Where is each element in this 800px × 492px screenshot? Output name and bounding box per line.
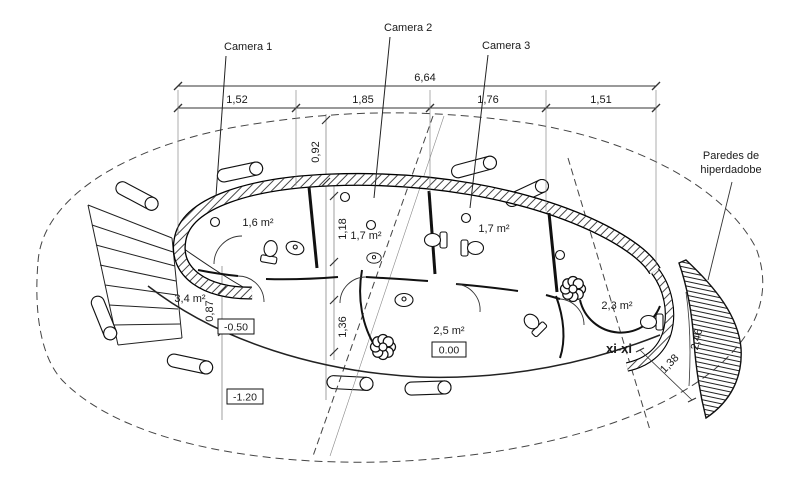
level-upper: -0.50 bbox=[224, 322, 248, 334]
toilet bbox=[519, 309, 548, 338]
main-wall-hatched bbox=[174, 174, 660, 299]
fixtures bbox=[259, 231, 664, 361]
dim-v4: 1,36 bbox=[337, 316, 349, 337]
area-hall: 3,4 m² bbox=[174, 293, 206, 305]
wall-columns bbox=[209, 191, 566, 261]
level-markers: -0.50 0.00 -1.20 bbox=[217, 318, 467, 405]
camera3-label: Camera 3 bbox=[482, 40, 530, 52]
area-room3: 1,7 m² bbox=[478, 223, 510, 235]
walls-note-line1: Paredes de bbox=[703, 150, 759, 162]
camera1-leader bbox=[215, 55, 227, 197]
plant bbox=[559, 275, 587, 303]
hiperdadobe-wall-shape bbox=[678, 259, 742, 420]
text-layer: Camera 1 Camera 2 Camera 3 6,64 1,52 1,8… bbox=[174, 22, 761, 376]
section-mark-label: xi-xi bbox=[606, 341, 632, 356]
dim-v6: 2,46 bbox=[689, 328, 705, 351]
building-walls bbox=[147, 172, 675, 379]
right-wall-hatched bbox=[626, 268, 674, 371]
plant bbox=[369, 333, 397, 361]
area-room1: 1,6 m² bbox=[242, 217, 274, 229]
dim-v1: 0,92 bbox=[310, 141, 322, 162]
dim-v3: 0,87 bbox=[204, 300, 216, 321]
sink bbox=[284, 238, 306, 258]
camera3-leader bbox=[469, 54, 489, 209]
camera1-label: Camera 1 bbox=[224, 41, 272, 53]
walls-note-line2: hiperdadobe bbox=[700, 164, 761, 176]
log-bench bbox=[326, 374, 374, 392]
hiperdadobe-wall bbox=[678, 181, 742, 420]
log-bench bbox=[215, 160, 265, 184]
log-bench bbox=[404, 380, 452, 396]
walls-note-leader bbox=[707, 181, 733, 281]
level-lower: -1.20 bbox=[233, 392, 257, 404]
site-boundary bbox=[36, 112, 764, 463]
dim-seg1: 1,52 bbox=[226, 94, 247, 106]
toilet bbox=[460, 239, 485, 257]
area-room2: 1,7 m² bbox=[350, 230, 382, 242]
site-boundary-path bbox=[36, 112, 764, 463]
dim-total: 6,64 bbox=[414, 72, 435, 84]
toilet bbox=[259, 238, 281, 265]
sink bbox=[394, 292, 414, 308]
dimension-lines bbox=[173, 81, 697, 403]
toilet bbox=[423, 231, 448, 249]
area-mid: 2,5 m² bbox=[433, 325, 465, 337]
dim-seg4: 1,51 bbox=[590, 94, 611, 106]
log-bench bbox=[113, 178, 161, 214]
toilet bbox=[639, 313, 664, 331]
interior-partitions bbox=[197, 186, 661, 359]
dim-seg3: 1,76 bbox=[477, 94, 498, 106]
camera2-label: Camera 2 bbox=[384, 22, 432, 34]
camera-callouts bbox=[215, 36, 489, 209]
doors bbox=[213, 235, 585, 326]
log-bench bbox=[165, 352, 215, 376]
sink bbox=[366, 252, 382, 264]
dim-v5: 1,38 bbox=[658, 352, 682, 376]
level-main: 0.00 bbox=[439, 345, 460, 357]
camera2-leader bbox=[373, 36, 391, 199]
dim-v2: 1,18 bbox=[337, 218, 349, 239]
section-lines bbox=[221, 114, 651, 457]
dim-seg2: 1,85 bbox=[352, 94, 373, 106]
log-bench bbox=[88, 293, 120, 343]
area-right: 2,3 m² bbox=[601, 300, 633, 312]
